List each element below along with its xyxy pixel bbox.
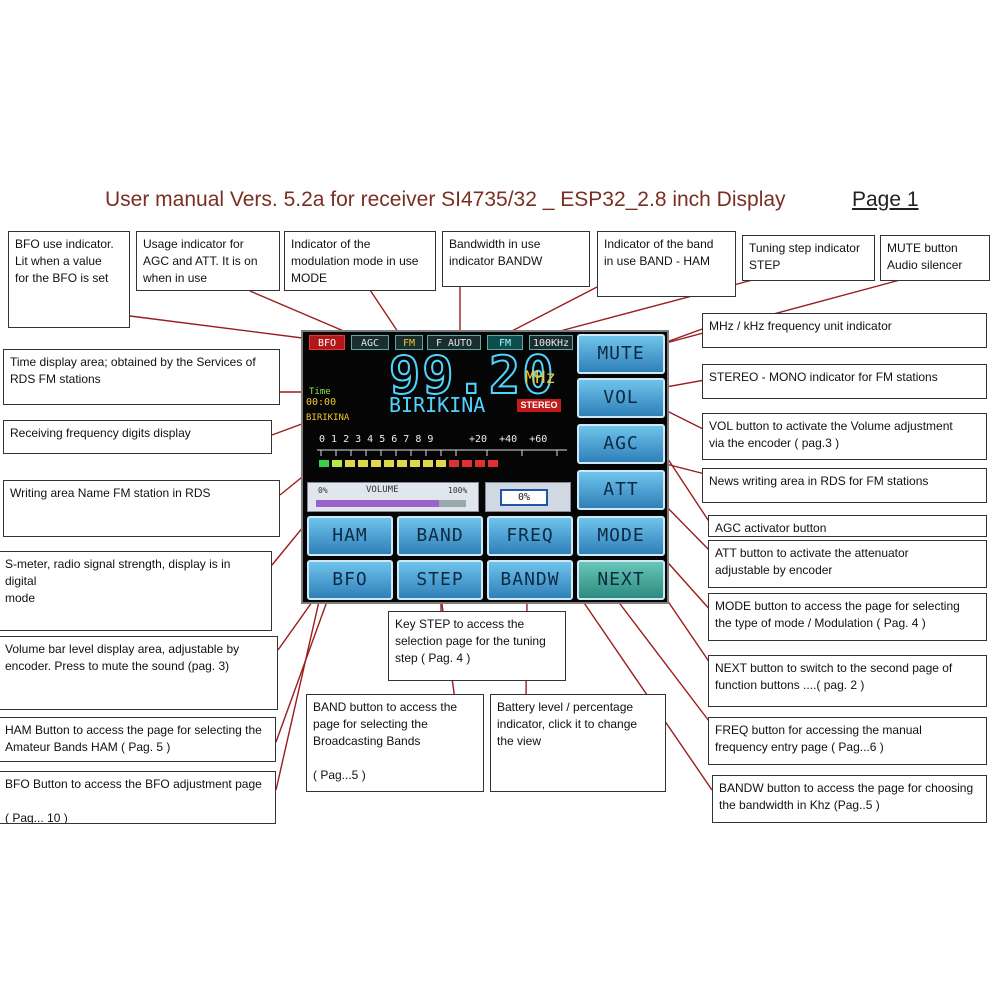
note-s-meter: S-meter, radio signal strength, display … bbox=[0, 551, 272, 631]
s-meter-bar bbox=[317, 449, 567, 467]
note-step-indicator: Tuning step indicator STEP bbox=[742, 235, 875, 281]
manual-title: User manual Vers. 5.2a for receiver SI47… bbox=[105, 188, 786, 211]
step-indicator: 100KHz bbox=[529, 335, 573, 350]
ham-button[interactable]: HAM bbox=[307, 516, 393, 556]
time-value: 00:00 bbox=[306, 397, 337, 408]
bandw-button[interactable]: BANDW bbox=[487, 560, 573, 600]
note-time-area: Time display area; obtained by the Servi… bbox=[3, 349, 280, 405]
rds-name: BIRIKINA bbox=[306, 413, 350, 423]
note-bandw-indicator: Bandwidth in use indicator BANDW bbox=[442, 231, 590, 287]
volume-value: 100% bbox=[448, 486, 468, 495]
note-bfo-indicator: BFO use indicator. Lit when a value for … bbox=[8, 231, 130, 328]
att-button[interactable]: ATT bbox=[577, 470, 665, 510]
s-meter-scale-plus: +20 +40 +60 bbox=[469, 434, 548, 445]
battery-panel[interactable]: 0% bbox=[485, 482, 571, 512]
note-mute-button: MUTE button Audio silencer bbox=[880, 235, 990, 281]
station-name: BIRIKINA bbox=[389, 393, 486, 417]
note-mode-button: MODE button to access the page for selec… bbox=[708, 593, 987, 641]
band-indicator: FM bbox=[487, 335, 523, 350]
bandwidth-indicator: F AUTO bbox=[427, 335, 481, 350]
note-ham-button: HAM Button to access the page for select… bbox=[0, 717, 276, 762]
volume-min: 0% bbox=[318, 486, 328, 495]
frequency-digits: 99.20 bbox=[388, 346, 556, 406]
note-next-button: NEXT button to switch to the second page… bbox=[708, 655, 987, 707]
agc-indicator: AGC bbox=[351, 335, 389, 350]
note-battery: Battery level / percentage indicator, cl… bbox=[490, 694, 666, 792]
time-label: Time bbox=[309, 387, 331, 397]
frequency-unit: MHz bbox=[525, 368, 556, 388]
stereo-indicator: STEREO bbox=[517, 399, 561, 412]
note-bandw-button: BANDW button to access the page for choo… bbox=[712, 775, 987, 823]
receiver-display: BFO AGC FM F AUTO FM 100KHz Time 00:00 B… bbox=[301, 330, 669, 604]
freq-button[interactable]: FREQ bbox=[487, 516, 573, 556]
volume-label: VOLUME bbox=[366, 485, 399, 495]
mode-button[interactable]: MODE bbox=[577, 516, 665, 556]
note-station-name: Writing area Name FM station in RDS bbox=[3, 480, 280, 537]
bfo-indicator: BFO bbox=[309, 335, 345, 350]
note-vol-button: VOL button to activate the Volume adjust… bbox=[702, 413, 987, 460]
bfo-button[interactable]: BFO bbox=[307, 560, 393, 600]
note-news-area: News writing area in RDS for FM stations bbox=[702, 468, 987, 503]
note-band-indicator: Indicator of the band in use BAND - HAM bbox=[597, 231, 736, 297]
step-button[interactable]: STEP bbox=[397, 560, 483, 600]
note-att-button: ATT button to activate the attenuator ad… bbox=[708, 540, 987, 588]
note-step-key: Key STEP to access the selection page fo… bbox=[388, 611, 566, 681]
mute-button[interactable]: MUTE bbox=[577, 334, 665, 374]
note-bfo-button: BFO Button to access the BFO adjustment … bbox=[0, 771, 276, 824]
volume-bar[interactable]: 0% VOLUME 100% bbox=[307, 482, 479, 512]
battery-indicator[interactable]: 0% bbox=[500, 489, 548, 506]
s-meter-scale: 0 1 2 3 4 5 6 7 8 9 bbox=[319, 434, 434, 445]
note-band-button: BAND button to access the page for selec… bbox=[306, 694, 484, 792]
volume-track bbox=[316, 500, 466, 507]
band-button[interactable]: BAND bbox=[397, 516, 483, 556]
note-agc-button: AGC activator button bbox=[708, 515, 987, 537]
note-freq-button: FREQ button for accessing the manual fre… bbox=[708, 717, 987, 765]
note-volume-bar: Volume bar level display area, adjustabl… bbox=[0, 636, 278, 710]
note-frequency-digits: Receiving frequency digits display bbox=[3, 420, 272, 454]
note-mode-indicator: Indicator of the modulation mode in use … bbox=[284, 231, 436, 291]
note-mhz-unit: MHz / kHz frequency unit indicator bbox=[702, 313, 987, 348]
volume-fill bbox=[316, 500, 439, 507]
note-stereo: STEREO - MONO indicator for FM stations bbox=[702, 364, 987, 399]
agc-button[interactable]: AGC bbox=[577, 424, 665, 464]
next-button[interactable]: NEXT bbox=[577, 560, 665, 600]
page-label: Page 1 bbox=[852, 188, 919, 211]
mode-indicator: FM bbox=[395, 335, 423, 350]
vol-button[interactable]: VOL bbox=[577, 378, 665, 418]
note-agc-indicator: Usage indicator for AGC and ATT. It is o… bbox=[136, 231, 280, 291]
